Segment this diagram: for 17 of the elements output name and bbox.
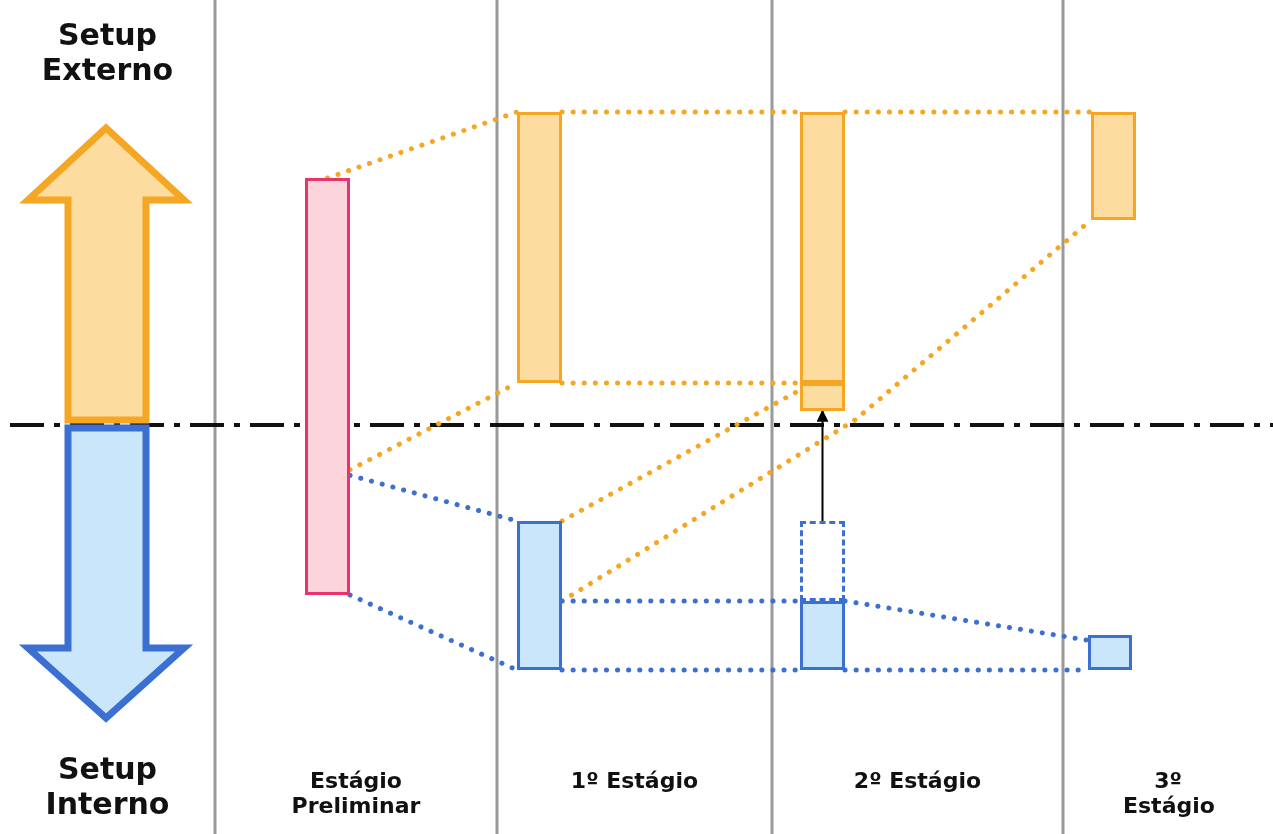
- arrow: [816, 409, 829, 522]
- axis-label: Setup Interno: [44, 752, 171, 821]
- bar-segment: [800, 601, 845, 670]
- stage-label: 3º Estágio: [1122, 768, 1216, 819]
- bar-segment: [517, 521, 562, 670]
- bar-segment: [1091, 112, 1136, 220]
- stage-label: 2º Estágio: [852, 768, 983, 794]
- bar-segment: [517, 112, 562, 383]
- stage-label: Estágio Preliminar: [290, 768, 422, 819]
- stage-label: 1º Estágio: [569, 768, 700, 794]
- placeholder-box: [800, 521, 845, 601]
- bar-segment: [800, 383, 845, 411]
- bar-segment: [305, 178, 350, 595]
- bar-segment: [800, 112, 845, 383]
- bar-segment: [1088, 635, 1132, 670]
- connector-line: [842, 109, 1094, 115]
- axis-label: Setup Externo: [40, 18, 175, 87]
